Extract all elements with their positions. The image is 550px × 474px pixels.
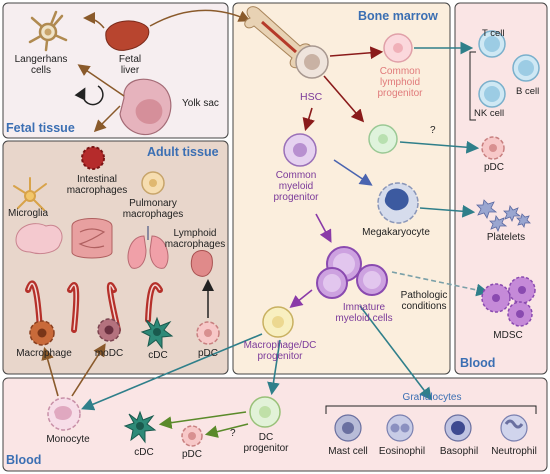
pulmonary-label: Pulmonary macrophages [122,198,184,220]
mast-cell [334,414,362,442]
arrow-immature-mdsc [391,271,490,297]
megakaryocyte-cell [377,182,419,224]
immature-label: Immature myeloid cells [335,302,393,324]
arrow-dcprog-cdc [158,411,247,429]
mast-label: Mast cell [328,446,368,457]
intestinal-label: Intestinal macrophages [66,174,128,196]
arrow-immature-macdc [289,289,313,308]
arrow-liver-marrow [149,9,251,27]
granulocytes-label: Granulocytes [402,392,462,403]
immature-myeloid-cells [316,246,388,299]
arrow-cmp-immature [315,213,332,243]
bone-marrow-title: Bone marrow [358,9,438,23]
neutrophil-label: Neutrophil [491,446,537,457]
langerhans-cell [28,10,68,52]
arrow-immature-granulocytes [359,305,432,401]
arrow-yolk-langerhans [77,64,125,97]
eosinophil-label: Eosinophil [378,446,426,457]
adult-tissue-title: Adult tissue [147,145,219,159]
lymph-node [190,250,213,277]
arrow-macdc-dcprogenitor [267,339,281,396]
platelets-label: Platelets [486,232,526,243]
b-cell-label: B cell [516,86,540,97]
yolk-sac-label: Yolk sac [182,98,219,109]
dc-question: ? [230,428,236,439]
dc-progenitor-label: DC progenitor [243,432,289,454]
brain [15,223,63,255]
hsc-label: HSC [300,91,323,103]
macrophage-label: Macrophage [16,348,72,359]
microglia-label: Microglia [8,208,49,219]
intestines [71,218,113,259]
megakaryocyte-label: Megakaryocyte [362,227,430,238]
mac-dc-label: Macrophage/DC progenitor [243,340,317,362]
nk-cell-label: NK cell [474,108,505,119]
arrow-lymphoid-pdc [399,140,480,154]
platelets [476,199,531,232]
t-cell-label: T cell [482,28,505,39]
eosinophil-cell [386,414,414,442]
cmp-label: Common myeloid progenitor [273,170,319,203]
pdc-right-label: pDC [483,162,505,173]
fetal-liver-label: Fetal liver [118,54,142,76]
bone-marrow-panel [232,2,451,375]
monocyte-label: Monocyte [46,434,90,445]
intestinal-macrophage-cell [81,146,105,170]
mdsc-label: MDSC [493,330,523,341]
arrow-monocyte-modc [71,343,106,397]
arrow-hsc-cmp [302,107,315,132]
lymphoid-mac-label: Lymphoid macrophages [164,228,226,250]
modc-label: moDC [94,348,124,359]
blood-bottom-panel [2,377,548,472]
fetal-liver [105,20,150,51]
arrow-cmp-megakaryocyte [333,159,373,186]
microglia-cell [13,177,47,211]
pdc-blood-label: pDC [181,449,203,460]
lymphoid-question: ? [430,125,436,136]
arrow-monocyte-macrophage [41,346,59,397]
blood-bottom-title: Blood [6,453,42,467]
fetal-tissue-title: Fetal tissue [6,121,75,135]
langerhans-label: Langerhans cells [14,54,68,76]
arrow-hsc-clp [329,46,384,60]
pathologic-label: Pathologic conditions [400,290,448,312]
cdc-blood-label: cDC [134,447,154,458]
arrow-liver-langerhans [83,12,105,29]
arrow-macdc-monocyte [81,333,263,411]
granulocyte-bracket [325,405,537,414]
basophil-cell [444,414,472,442]
arrow-hsc-lymphoid [323,75,365,123]
monocyte-cell [47,397,81,431]
basophil-label: Basophil [439,446,479,457]
cycle-arrow-icon [74,85,104,106]
clp-label: Common lymphoid progenitor [377,66,423,99]
cdc-cell-tissue [140,316,174,350]
arrow-megakaryocyte-platelets [419,204,476,218]
neutrophil-cell [500,414,528,442]
adult-tissue-panel [2,140,229,375]
pdc-tissue-label: pDC [197,348,219,359]
cdc-tissue-label: cDC [148,350,168,361]
lungs [127,226,169,269]
blood-right-title: Blood [460,356,496,370]
cdc-cell-blood [123,410,157,444]
arrow-yolk-fetal [93,105,121,133]
arrow-dcprog-pdc [204,423,249,438]
